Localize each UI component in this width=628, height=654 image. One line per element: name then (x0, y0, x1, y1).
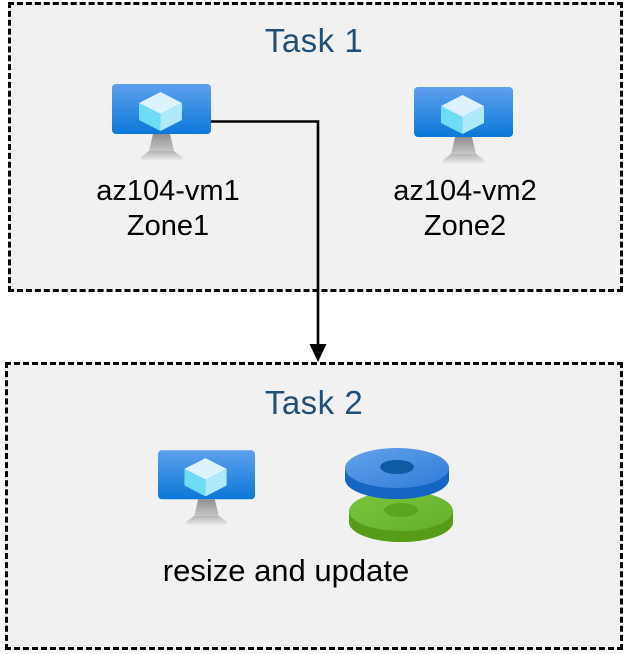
vm2-name: az104-vm2 (393, 175, 537, 207)
vm1-zone: Zone1 (126, 210, 210, 242)
virtual-machine-icon (112, 84, 211, 160)
disks-icon (343, 443, 455, 545)
task2-caption: resize and update (162, 553, 410, 588)
arrowhead-icon (309, 344, 327, 362)
task2-title: Task 2 (264, 384, 364, 421)
virtual-machine-icon (158, 450, 255, 525)
virtual-machine-icon (414, 87, 513, 163)
vm1-name: az104-vm1 (96, 175, 240, 207)
task1-title: Task 1 (264, 22, 364, 59)
task2-box (5, 362, 623, 650)
vm2-zone: Zone2 (423, 210, 507, 242)
